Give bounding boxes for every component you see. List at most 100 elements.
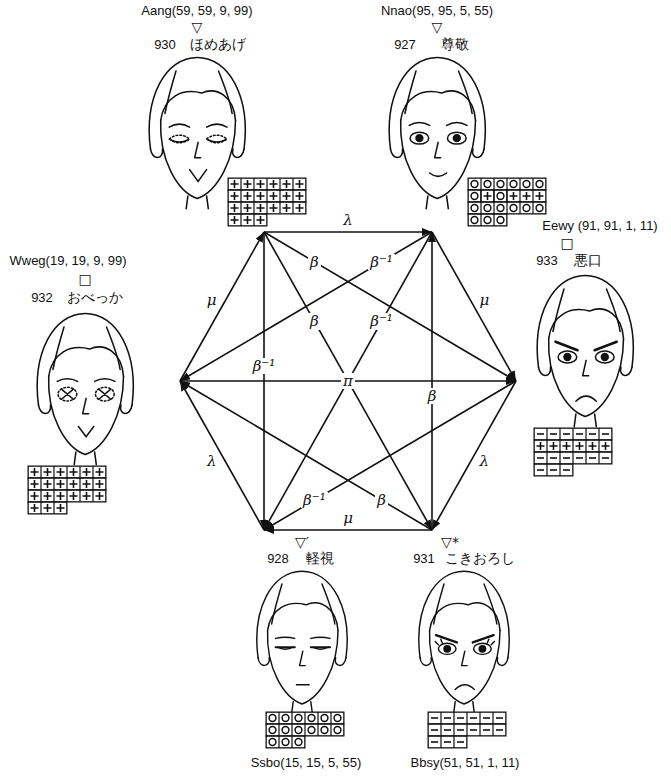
callout-number: 928 — [267, 551, 289, 566]
face-drawing — [430, 173, 447, 176]
face-drawing — [453, 135, 460, 142]
symbol-grid — [266, 712, 344, 724]
face-heading: Nnao(95, 95, 5, 55) — [381, 3, 493, 18]
arrow-connector — [264, 232, 432, 530]
edge-label: β — [375, 492, 388, 509]
arrow-connector — [180, 381, 264, 530]
face-drawing — [190, 170, 207, 182]
face-symbol: □ — [560, 235, 573, 251]
symbol-grid — [428, 724, 506, 736]
symbol-grid — [28, 478, 106, 490]
face-drawing — [595, 351, 614, 363]
symbol-grid — [266, 736, 305, 748]
face-symbol: □ — [78, 271, 91, 287]
callout-number: 933 — [536, 253, 558, 268]
callout-number: 927 — [394, 37, 416, 52]
edge-label: π — [341, 373, 355, 390]
face-drawing — [479, 646, 485, 652]
face-drawing — [556, 342, 617, 402]
callout-number: 932 — [31, 290, 53, 305]
face-node: Nnao(95, 95, 5, 55)▽927尊敬 — [370, 0, 570, 232]
face-drawing — [57, 379, 115, 437]
symbol-grid — [228, 178, 306, 226]
face-drawing — [276, 637, 330, 638]
face-drawing — [576, 396, 596, 401]
face-symbol: ▽* — [441, 534, 459, 550]
face-heading: Ssbo(15, 15, 5, 55) — [251, 755, 362, 770]
face-label: おべっか — [67, 289, 123, 307]
edge-label: β⁻¹ — [301, 492, 328, 509]
face-drawing — [78, 426, 93, 436]
face-drawing — [276, 646, 330, 648]
face-drawing — [447, 132, 466, 144]
edge-label: β⁻¹ — [251, 358, 278, 375]
symbol-grid — [468, 190, 481, 202]
symbol-grid — [534, 464, 573, 476]
face-drawing — [409, 122, 467, 125]
face-node: ▽′928軽視Ssbo(15, 15, 5, 55) — [226, 530, 386, 780]
face-drawing — [37, 313, 133, 464]
face-heading: Eewy (91, 91, 1, 11) — [542, 218, 657, 233]
symbol-grid — [266, 712, 344, 748]
face-drawing — [169, 124, 227, 181]
face-drawing — [435, 639, 494, 645]
face-drawing — [419, 571, 509, 713]
symbol-grid — [428, 712, 506, 724]
face-label: ほめあげ — [190, 36, 246, 54]
symbol-grid — [28, 466, 106, 514]
face-drawing — [419, 571, 509, 713]
face-drawing — [296, 684, 309, 685]
arrow-connector — [264, 529, 432, 531]
edge-label: β — [308, 254, 321, 271]
face-drawing — [564, 354, 571, 361]
face-label: こきおろし — [445, 550, 515, 568]
face-drawing — [61, 389, 110, 399]
face-label: 軽視 — [306, 550, 334, 568]
symbol-grid — [468, 214, 507, 226]
edge-label: β — [426, 388, 439, 405]
face-drawing — [537, 275, 633, 426]
edge-label: λ — [205, 453, 219, 470]
symbol-grid — [534, 428, 612, 440]
symbol-grid — [494, 190, 507, 202]
face-node: Eewy (91, 91, 1, 11) □933 悪口 — [516, 215, 671, 475]
symbol-grid — [468, 202, 546, 214]
symbol-grid — [28, 466, 106, 478]
edge-label: β⁻¹ — [368, 254, 395, 271]
arrow-connector — [431, 232, 433, 530]
face-drawing — [455, 685, 474, 690]
symbol-grid — [428, 736, 467, 748]
face-label: 悪口 — [574, 252, 602, 270]
edge-label: λ — [478, 453, 492, 470]
face-drawing — [409, 122, 467, 176]
arrow-connector — [432, 232, 516, 381]
symbol-grid — [468, 178, 546, 190]
symbol-grid — [228, 190, 306, 202]
symbol-grid — [28, 490, 106, 502]
face-drawing — [435, 635, 494, 689]
face-heading: Bbsy(51, 51, 1, 11) — [411, 755, 520, 770]
symbol-grid — [534, 452, 612, 464]
arrow-connector — [432, 381, 516, 530]
face-drawing — [436, 635, 494, 642]
arrow-connector — [264, 231, 432, 233]
face-drawing — [601, 354, 608, 361]
symbol-grid — [534, 440, 612, 452]
callout-number: 930 — [154, 37, 176, 52]
face-drawing — [257, 571, 347, 713]
face-node: ▽*931こきおろしBbsy(51, 51, 1, 11) — [396, 530, 556, 780]
edge-label: λ — [341, 212, 355, 229]
face-heading: Wweg(19, 19, 9, 99) — [9, 253, 126, 268]
face-drawing — [57, 379, 115, 382]
face-heading: Aang(59, 59, 9, 99) — [141, 3, 252, 18]
symbol-grid — [228, 178, 306, 190]
face-symbol: ▽ — [432, 19, 443, 35]
face-drawing — [169, 124, 227, 127]
arrow-connector — [264, 232, 432, 530]
face-drawing — [556, 342, 617, 351]
symbol-grid — [481, 190, 494, 202]
face-drawing — [537, 275, 633, 426]
face-drawing — [416, 135, 423, 142]
